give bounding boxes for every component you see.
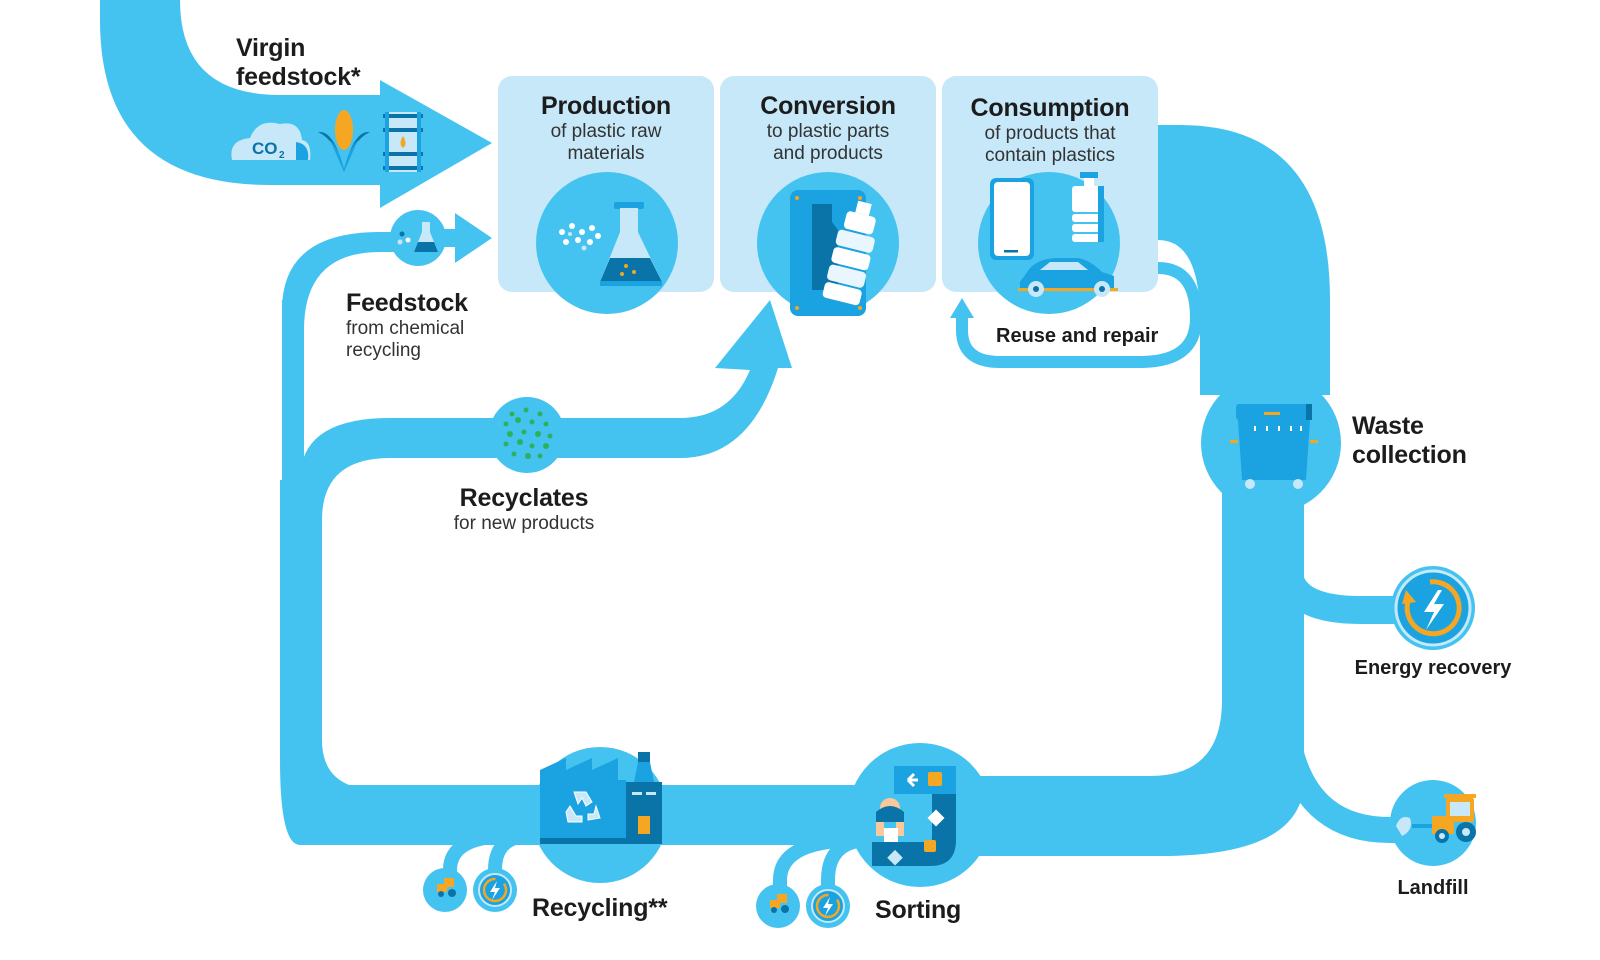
small-bulldozer-icon — [770, 894, 789, 913]
co2-cloud-icon: CO 2 — [231, 122, 311, 161]
consumption-sub-line1: of products that — [984, 122, 1116, 144]
feedstock-chemical-title: Feedstock — [346, 289, 468, 317]
recyclates-node — [489, 397, 565, 473]
virgin-feedstock-arrow — [100, 0, 492, 208]
recyclates-sub: for new products — [453, 512, 595, 534]
feedstock-arrow-head — [455, 213, 492, 263]
landfill-label: Landfill — [1397, 877, 1469, 899]
sorting-conveyor-icon — [872, 766, 956, 866]
reuse-repair-label: Reuse and repair — [996, 325, 1159, 347]
consumption-title: Consumption — [970, 94, 1130, 122]
reuse-arrow-head — [950, 298, 974, 318]
production-sub-line1: of plastic raw — [550, 120, 662, 142]
energy-recovery-branch — [1276, 574, 1400, 624]
svg-text:CO: CO — [252, 139, 278, 158]
recycling-factory-icon — [540, 752, 662, 844]
landfill-branch — [1277, 746, 1420, 843]
flask-pellets-icon — [559, 202, 662, 286]
waste-collection-title-line2: collection — [1352, 440, 1467, 469]
production-sub-line2: materials — [567, 142, 645, 164]
virgin-feedstock-title-line2: feedstock* — [236, 62, 361, 91]
green-pellets-icon — [503, 407, 553, 459]
recycling-label: Recycling** — [532, 894, 668, 922]
feedstock-chemical-node — [390, 210, 446, 266]
waste-collection-title-line1: Waste — [1352, 412, 1424, 440]
recyclates-label: Recyclates for new products — [424, 484, 624, 535]
small-bulldozer-icon — [437, 878, 456, 897]
small-energy-icon — [811, 889, 845, 923]
conversion-sub-line2: and products — [773, 142, 883, 164]
small-energy-icon — [478, 873, 512, 907]
reuse-repair-loop — [956, 262, 1203, 368]
energy-recovery-icon — [1394, 569, 1472, 647]
virgin-feedstock-title-line1: Virgin — [236, 34, 306, 62]
production-title: Production — [541, 92, 671, 120]
production-node — [536, 172, 678, 314]
feedstock-chemical-label: Feedstock from chemical recycling — [346, 289, 468, 361]
feedstock-chemical-sub-line1: from chemical — [346, 317, 465, 339]
conversion-sub-line1: to plastic parts — [766, 120, 890, 142]
production-label: Production of plastic raw materials — [498, 92, 714, 164]
oil-barrel-icon — [383, 112, 423, 172]
virgin-feedstock-label: Virgin feedstock* — [236, 34, 361, 92]
waste-collection-label: Waste collection — [1352, 412, 1467, 470]
bulldozer-icon — [1396, 794, 1476, 843]
recyclates-title: Recyclates — [459, 484, 589, 512]
phone-bottle-car-icon — [990, 172, 1118, 297]
waste-bin-icon — [1230, 404, 1318, 489]
svg-text:2: 2 — [279, 150, 285, 161]
energy-recovery-label: Energy recovery — [1354, 657, 1512, 679]
corn-icon — [318, 110, 370, 172]
consumption-sub-line2: contain plastics — [985, 144, 1115, 166]
consumption-label: Consumption of products that contain pla… — [942, 94, 1158, 166]
feedstock-chemical-sub-line2: recycling — [346, 339, 421, 361]
conversion-title: Conversion — [760, 92, 896, 120]
chemical-flask-icon — [397, 222, 438, 252]
conversion-label: Conversion to plastic parts and products — [720, 92, 936, 164]
sorting-label: Sorting — [875, 896, 962, 924]
bottle-mold-icon — [790, 190, 876, 316]
